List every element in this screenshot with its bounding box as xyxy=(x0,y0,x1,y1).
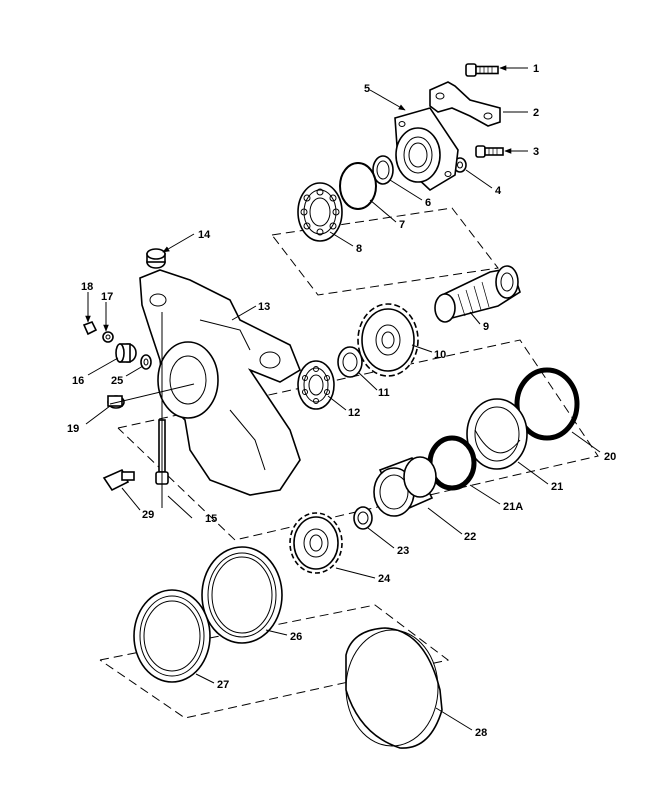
part-knuckle-housing-13 xyxy=(139,269,301,496)
part-bearing-cage-5 xyxy=(394,107,459,191)
part-fitting-16 xyxy=(115,343,137,363)
part-plug-14 xyxy=(146,248,166,269)
part-washer-25 xyxy=(140,354,152,370)
callout-11: 11 xyxy=(378,387,390,399)
part-gear-24 xyxy=(289,512,343,574)
callout-19: 19 xyxy=(67,423,79,435)
part-fitting-17 xyxy=(102,331,114,343)
part-cover-28 xyxy=(345,627,443,749)
part-plug-18 xyxy=(82,320,98,336)
callout-13: 13 xyxy=(258,301,270,313)
callout-9: 9 xyxy=(483,321,489,333)
callout-8: 8 xyxy=(356,243,362,255)
callout-12: 12 xyxy=(348,407,360,419)
part-capscrew-1 xyxy=(465,63,499,77)
callout-20: 20 xyxy=(604,451,616,463)
part-snap-ring-7 xyxy=(339,162,377,210)
callout-23: 23 xyxy=(397,545,409,557)
callout-15: 15 xyxy=(205,513,217,525)
part-oil-seal-6 xyxy=(372,155,394,185)
callout-16: 16 xyxy=(72,375,84,387)
part-gear-10 xyxy=(357,303,419,377)
part-fitting-29 xyxy=(102,468,135,492)
callout-29: 29 xyxy=(142,509,154,521)
callout-10: 10 xyxy=(434,349,446,361)
callout-1: 1 xyxy=(533,63,539,75)
part-bearing-12 xyxy=(297,360,335,410)
part-seal-ring-20 xyxy=(514,367,580,441)
callout-26: 26 xyxy=(290,631,302,643)
callout-24: 24 xyxy=(378,573,391,585)
callout-7: 7 xyxy=(399,219,405,231)
part-pinion-shaft-9 xyxy=(434,265,521,323)
part-snap-ring-11 xyxy=(337,346,363,378)
part-capscrew-3 xyxy=(475,145,504,158)
group-box-top xyxy=(271,207,499,296)
part-bracket-2 xyxy=(429,81,501,127)
part-o-ring-21A xyxy=(427,435,477,491)
callout-17: 17 xyxy=(101,291,113,303)
part-snap-ring-23 xyxy=(353,506,373,530)
callout-3: 3 xyxy=(533,146,539,158)
callout-18: 18 xyxy=(81,281,93,293)
group-box-bottom xyxy=(99,604,450,719)
part-cup-21 xyxy=(466,398,528,470)
callout-28: 28 xyxy=(475,727,487,739)
callout-labels: 1 2 3 4 5 6 7 8 9 10 11 12 13 14 15 16 1… xyxy=(67,63,616,739)
callout-21: 21 xyxy=(551,481,563,493)
callout-27: 27 xyxy=(217,679,229,691)
part-ring-gear-26 xyxy=(201,546,283,644)
part-fitting-19 xyxy=(107,395,125,409)
part-ring-gear-27 xyxy=(133,589,211,683)
leader-lines xyxy=(85,65,601,731)
part-cup-22 xyxy=(373,456,437,517)
part-bearing-8 xyxy=(297,182,343,242)
callout-21A: 21A xyxy=(503,501,523,513)
callout-2: 2 xyxy=(533,107,539,119)
callout-25: 25 xyxy=(111,375,123,387)
callout-4: 4 xyxy=(495,185,502,197)
callout-5: 5 xyxy=(364,83,370,95)
callout-22: 22 xyxy=(464,531,476,543)
callout-14: 14 xyxy=(198,229,211,241)
callout-6: 6 xyxy=(425,197,431,209)
